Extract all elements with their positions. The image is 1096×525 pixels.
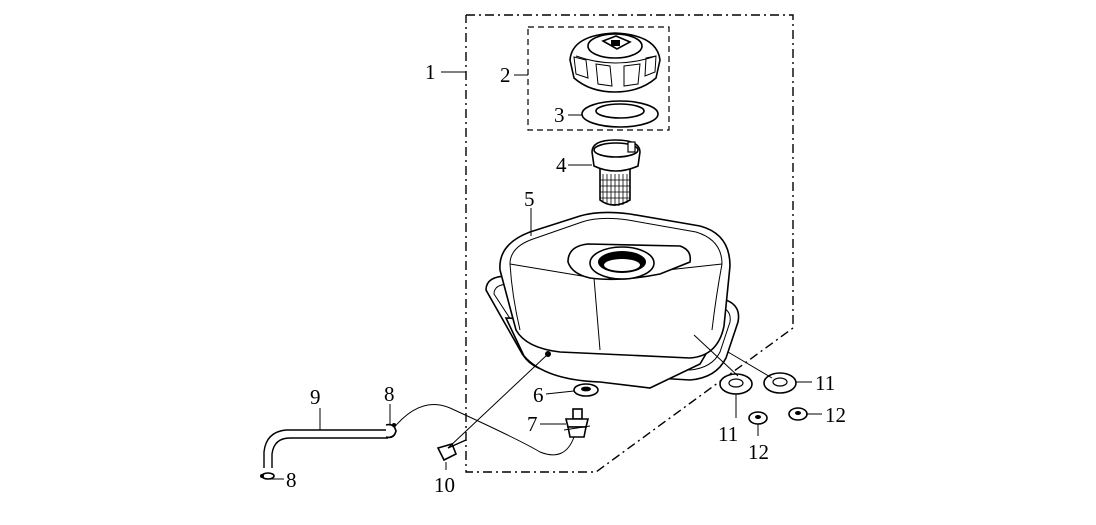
label-1: 1: [425, 60, 436, 84]
hose-clip-icon: [260, 472, 275, 480]
fuel-hose-icon: [263, 404, 575, 468]
label-6: 6: [533, 383, 544, 407]
leader-lines: [270, 71, 822, 480]
label-5: 5: [524, 187, 535, 211]
label-3: 3: [554, 103, 565, 127]
washer-icon: [719, 373, 753, 395]
label-12-left: 12: [748, 440, 769, 464]
filter-strainer-icon: [591, 139, 641, 206]
cap-assembly-2-boundary: [527, 26, 670, 131]
gasket-icon: [581, 100, 659, 128]
label-7: 7: [527, 412, 538, 436]
label-9: 9: [310, 385, 321, 409]
bolt-icon: [436, 439, 467, 462]
fuel-tank-icon: [485, 211, 740, 389]
label-8-bottom: 8: [286, 468, 297, 492]
label-8-top: 8: [384, 382, 395, 406]
label-11-right: 11: [815, 371, 835, 395]
label-4: 4: [556, 153, 567, 177]
fuel-cap-icon: [569, 32, 661, 93]
assembly-1-boundary: [465, 14, 794, 473]
hose-clip-icon: [385, 423, 397, 439]
label-10: 10: [434, 473, 455, 497]
label-11-left: 11: [718, 422, 738, 446]
label-12-right: 12: [825, 403, 846, 427]
washer-icon: [573, 383, 599, 397]
fuel-valve-icon: [563, 408, 591, 438]
nut-icon: [788, 407, 808, 421]
label-2: 2: [500, 63, 511, 87]
nut-icon: [748, 411, 768, 425]
